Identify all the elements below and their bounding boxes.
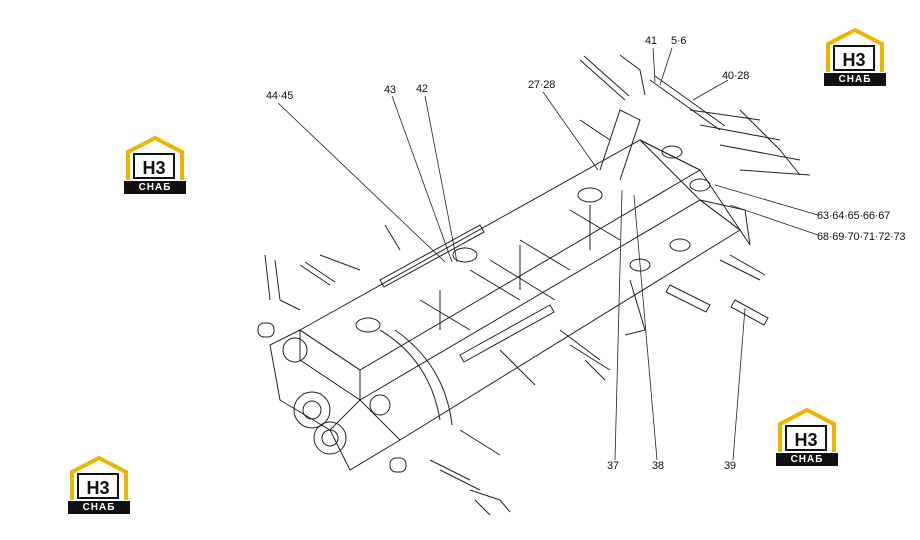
callout-43: 43: [384, 84, 396, 96]
leader-27-28: [542, 91, 599, 171]
logo-house-icon: H3: [70, 455, 128, 500]
leader-42: [424, 95, 458, 263]
frame-right-rail: [359, 199, 741, 441]
logo-watermark: H3 СНАБ: [68, 455, 132, 514]
callout-38: 38: [652, 460, 664, 472]
callout-40-28: 40·28: [722, 70, 750, 82]
callout-37: 37: [607, 460, 619, 472]
logo-mark: H3: [794, 430, 817, 450]
logo-house-icon: H3: [126, 135, 184, 180]
logo-word: СНАБ: [824, 73, 886, 86]
callout-42: 42: [416, 83, 428, 95]
callout-68-73: 68·69·70·71·72·73: [817, 231, 906, 243]
logo-watermark: H3 СНАБ: [124, 135, 188, 194]
leader-39: [732, 307, 746, 461]
leader-44-45: [277, 102, 446, 263]
callout-63-67: 63·64·65·66·67: [817, 210, 891, 222]
leader-63-67: [714, 184, 819, 216]
frame-left-rail: [299, 139, 702, 371]
leader-38: [633, 194, 658, 461]
logo-mark: H3: [142, 158, 165, 178]
callout-44-45: 44·45: [266, 90, 294, 102]
callout-27-28: 27·28: [528, 79, 556, 91]
leader-43: [391, 95, 453, 263]
callout-41: 41: [645, 35, 657, 47]
logo-word: СНАБ: [68, 501, 130, 514]
frame-top-face: [299, 329, 361, 401]
logo-watermark: H3 СНАБ: [776, 407, 840, 466]
callout-39: 39: [724, 460, 736, 472]
leader-68-73: [729, 204, 819, 236]
logo-word: СНАБ: [124, 181, 186, 194]
logo-house-icon: H3: [826, 27, 884, 72]
logo-mark: H3: [86, 478, 109, 498]
callout-5-6: 5·6: [671, 35, 687, 47]
leader-40-28: [692, 79, 729, 101]
leader-41: [652, 47, 656, 83]
leader-5-6: [659, 47, 673, 86]
logo-mark: H3: [842, 50, 865, 70]
logo-word: СНАБ: [776, 453, 838, 466]
logo-house-icon: H3: [778, 407, 836, 452]
leader-37: [614, 189, 623, 461]
logo-watermark: H3 СНАБ: [824, 27, 888, 86]
